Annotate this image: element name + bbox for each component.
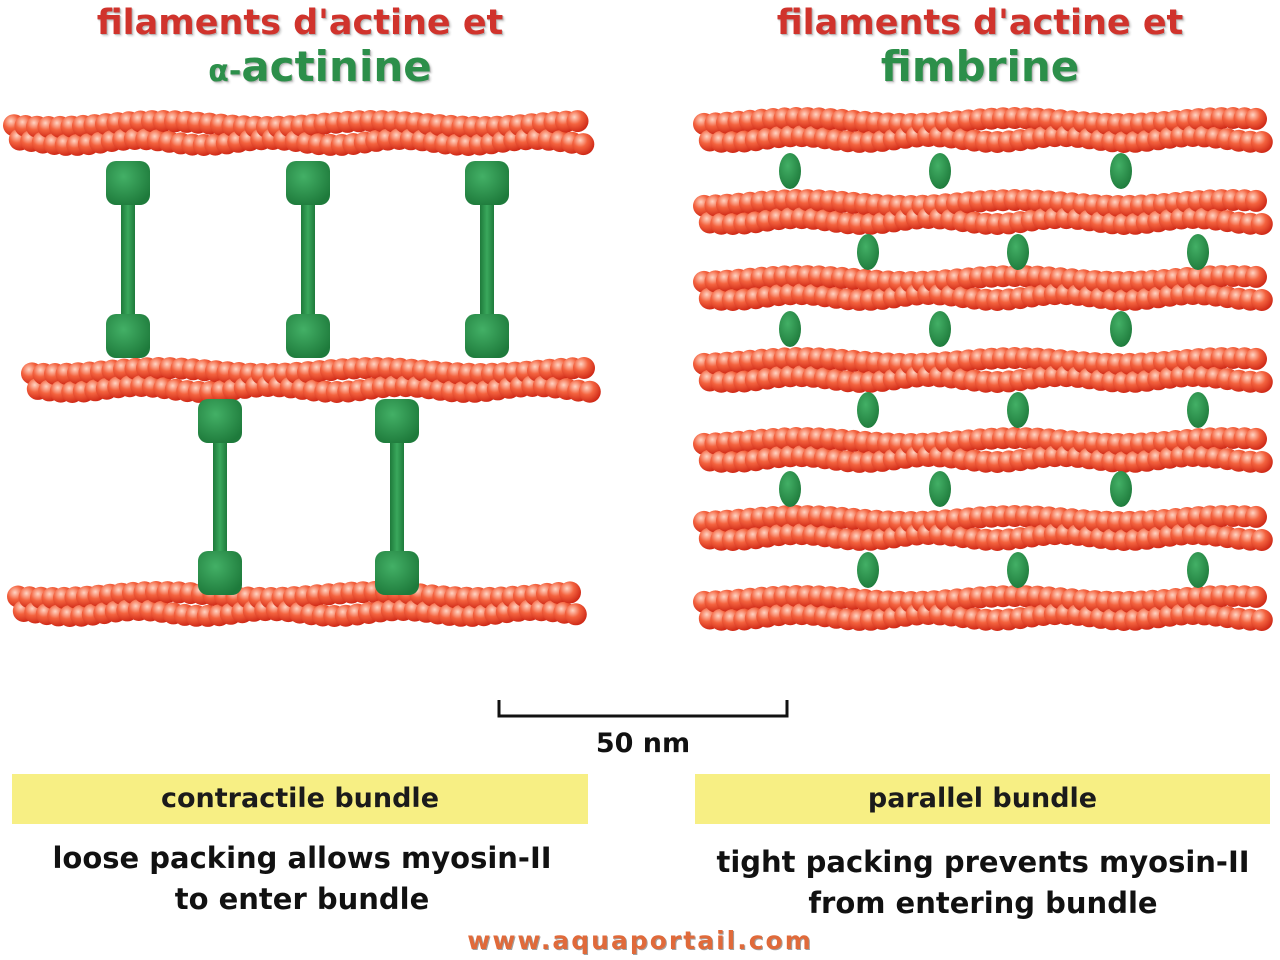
actinin-rod <box>121 183 135 336</box>
right-actin-filament-4 <box>693 347 1273 393</box>
scale-bar-label: 50 nm <box>595 728 691 759</box>
actin-subunit <box>1250 609 1273 631</box>
alpha-actinin-crosslink <box>286 161 330 358</box>
actin-subunit <box>564 603 587 626</box>
left-title-prefix: α- <box>208 54 242 89</box>
actin-subunit <box>1250 213 1273 235</box>
actinin-head <box>198 399 242 443</box>
fimbrin-crosslink <box>929 153 951 189</box>
actin-filaments <box>3 107 1273 631</box>
fimbrin-crosslink <box>929 471 951 507</box>
actin-subunit <box>1250 371 1273 393</box>
actinin-rod <box>480 183 494 336</box>
fimbrin-crosslink <box>1187 234 1209 270</box>
actin-subunit <box>1245 585 1267 608</box>
right-title-line1: filaments d'actine et <box>776 3 1184 43</box>
alpha-actinin-crosslink <box>106 161 150 358</box>
actin-subunit <box>573 357 595 379</box>
actin-subunit <box>1245 107 1267 130</box>
actinin-rod <box>301 183 315 336</box>
alpha-actinin-crosslink <box>465 161 509 358</box>
fimbrin-crosslink <box>1110 471 1132 507</box>
actin-subunit <box>566 110 589 133</box>
fimbrin-crosslink <box>1007 552 1029 588</box>
fimbrin-crosslink <box>1187 392 1209 428</box>
right-actin-filament-3 <box>693 265 1273 311</box>
actinin-head <box>106 161 150 205</box>
fimbrin-crosslink <box>857 234 879 270</box>
actinin-head <box>465 314 509 358</box>
actin-subunit <box>559 581 581 604</box>
fimbrin-crosslink <box>779 471 801 507</box>
alpha-actinin-crosslink <box>198 399 242 595</box>
scale-bar <box>497 700 789 718</box>
actin-subunit <box>1250 131 1273 153</box>
fimbrin-crosslink <box>1110 311 1132 347</box>
right-actin-filament-6 <box>693 505 1273 551</box>
actinin-head <box>106 314 150 358</box>
fimbrin-crosslink <box>1007 392 1029 428</box>
parallel-bundle-description: tight packing prevents myosin-II from en… <box>686 842 1280 924</box>
left-actin-filament-1 <box>3 110 595 156</box>
left-title-line1: filaments d'actine et <box>96 3 504 43</box>
actin-subunit <box>1250 451 1273 473</box>
actinin-head <box>286 161 330 205</box>
right-title-line2: fimbrine <box>880 42 1080 91</box>
alpha-actinin-crosslink <box>375 399 419 595</box>
fimbrin-crosslink <box>1187 552 1209 588</box>
fimbrin-crosslink <box>1110 153 1132 189</box>
actinin-head <box>465 161 509 205</box>
right-actin-filament-2 <box>693 189 1273 235</box>
actin-subunit <box>578 380 601 403</box>
fimbrin-crosslink <box>779 153 801 189</box>
right-actin-filament-7 <box>693 585 1273 631</box>
crosslinkers <box>106 153 1209 595</box>
left-actin-filament-3 <box>7 581 587 627</box>
fimbrin-crosslink <box>1007 234 1029 270</box>
fimbrin-crosslink <box>929 311 951 347</box>
actinin-rod <box>390 421 404 573</box>
right-description-line1: tight packing prevents myosin-II <box>716 845 1250 879</box>
actin-subunit <box>1245 505 1267 528</box>
actin-subunit <box>1245 265 1267 288</box>
actinin-rod <box>213 421 227 573</box>
contractile-bundle-description: loose packing allows myosin-II to enter … <box>4 838 600 920</box>
right-actin-filament-5 <box>693 427 1273 473</box>
actin-subunit <box>1245 189 1267 212</box>
actinin-head <box>375 551 419 595</box>
scale-bar-line <box>497 700 789 718</box>
actin-subunit <box>1245 347 1267 370</box>
actin-subunit <box>1250 529 1273 551</box>
actin-subunit <box>572 133 595 156</box>
left-actin-filament-2 <box>21 357 601 403</box>
actin-subunit <box>1245 427 1267 450</box>
fimbrin-crosslink <box>857 552 879 588</box>
parallel-bundle-label: parallel bundle <box>695 774 1270 824</box>
fimbrin-crosslink <box>779 311 801 347</box>
watermark: www.aquaportail.com <box>467 926 813 955</box>
actinin-head <box>198 551 242 595</box>
fimbrin-crosslink <box>857 392 879 428</box>
right-actin-filament-1 <box>693 107 1273 153</box>
left-description-line1: loose packing allows myosin-II <box>52 841 552 875</box>
actin-subunit <box>1250 289 1273 311</box>
left-title-line2: α-actinine <box>20 46 620 88</box>
actinin-head <box>286 314 330 358</box>
right-description-line2: from entering bundle <box>808 886 1158 920</box>
contractile-bundle-label: contractile bundle <box>12 774 588 824</box>
actinin-head <box>375 399 419 443</box>
left-description-line2: to enter bundle <box>174 882 430 916</box>
left-title-protein: actinine <box>241 42 432 91</box>
